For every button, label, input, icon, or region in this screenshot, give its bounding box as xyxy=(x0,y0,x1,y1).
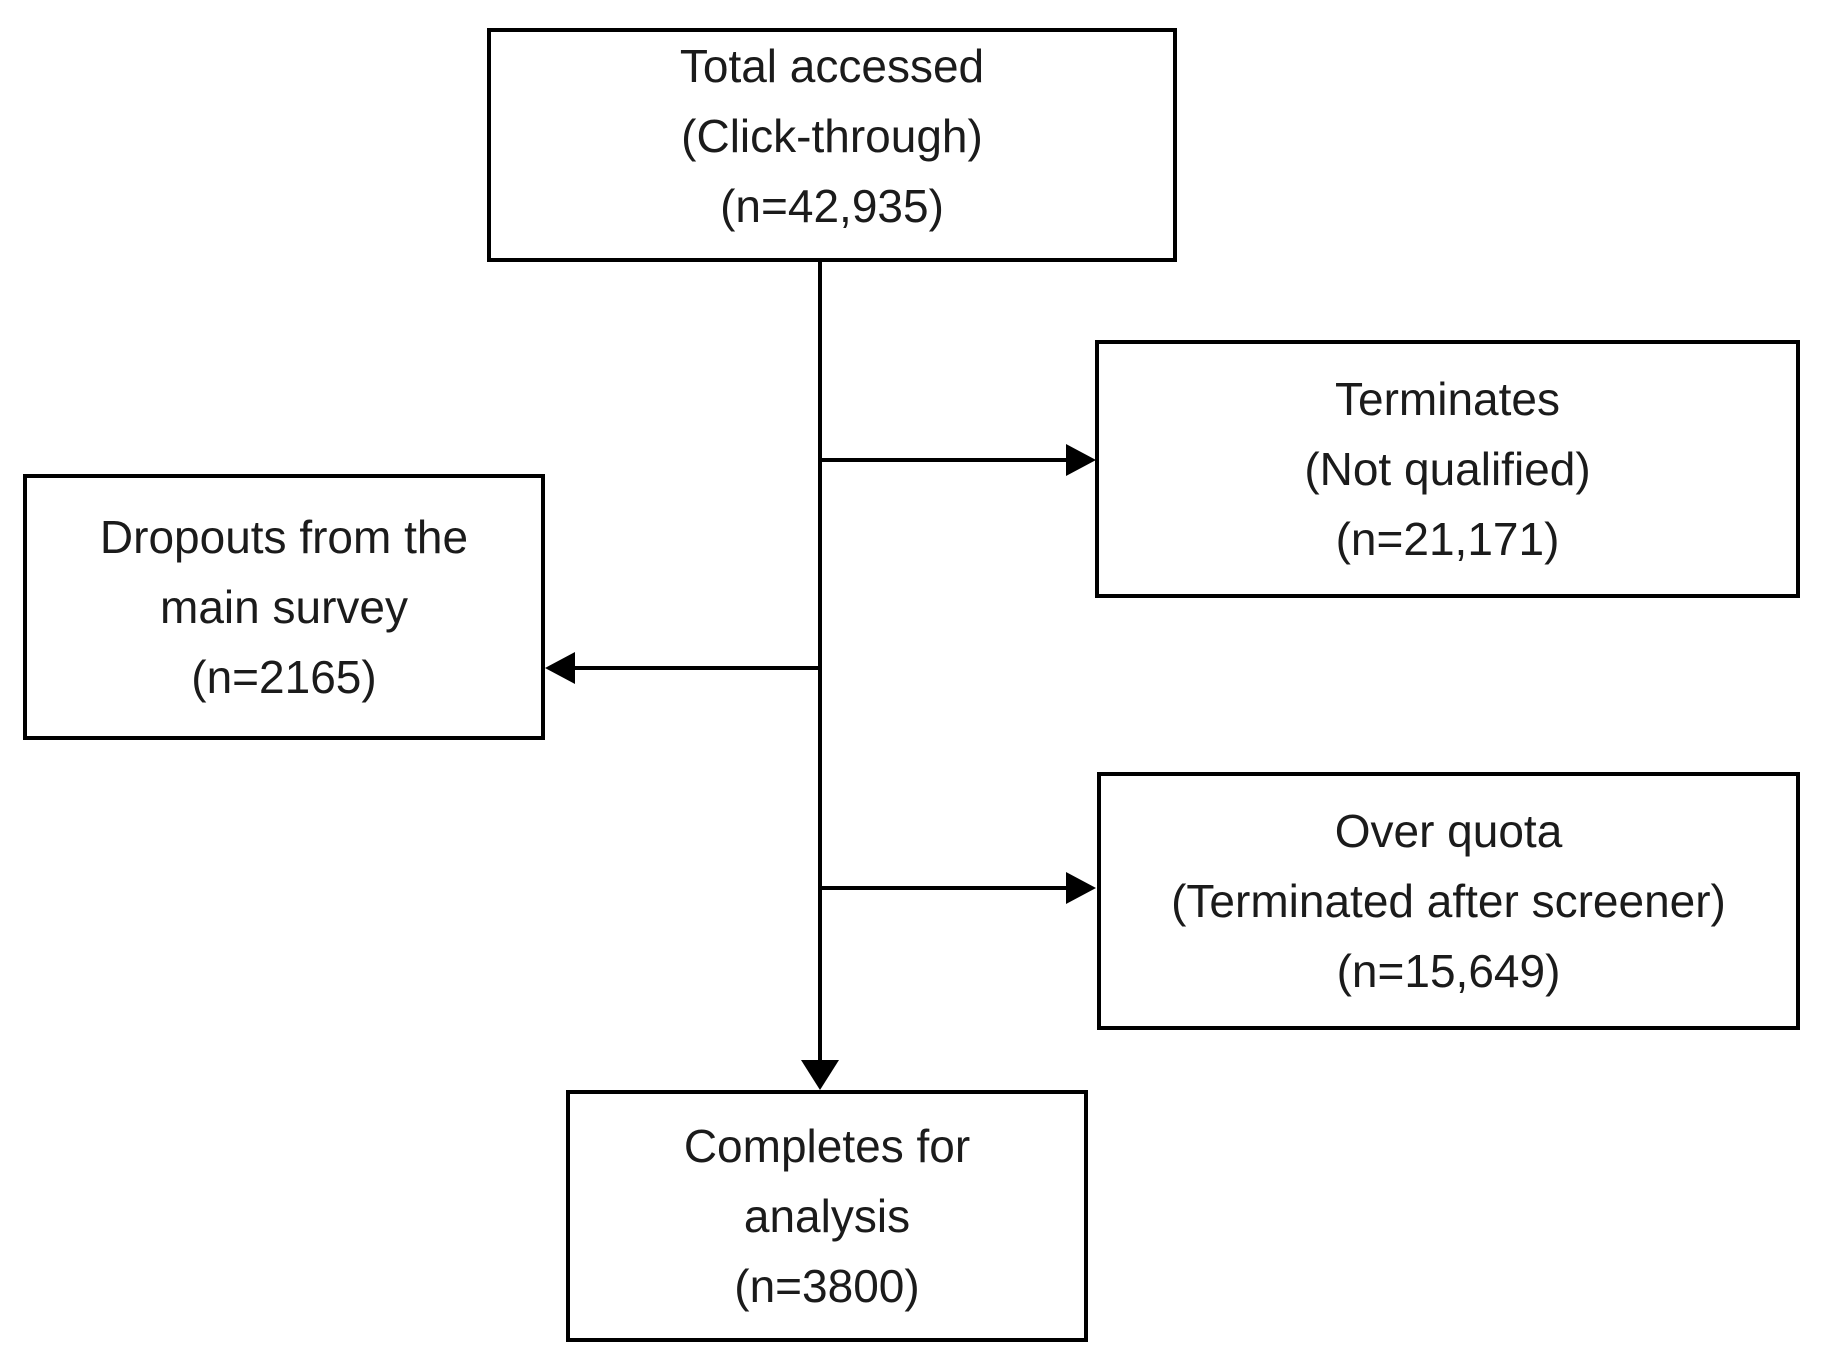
node-over-quota: Over quota (Terminated after screener) (… xyxy=(1097,772,1800,1030)
connector-to-dropouts xyxy=(573,666,822,670)
node-count-line: (n=42,935) xyxy=(720,180,944,232)
arrowhead-right-icon xyxy=(1066,444,1096,476)
node-label-line: main survey xyxy=(160,581,408,633)
node-label-line: analysis xyxy=(743,1190,911,1242)
node-label-line: (Not qualified) xyxy=(1304,443,1591,495)
node-completes-for-analysis: Completes for analysis (n=3800) xyxy=(566,1090,1088,1342)
node-total-accessed: Total accessed (Click-through) (n=42,935… xyxy=(487,28,1177,262)
node-count-line: (n=15,649) xyxy=(1336,945,1561,997)
arrowhead-down-icon xyxy=(801,1060,839,1090)
connector-spine-vertical xyxy=(818,262,822,1062)
node-label-line: (Click-through) xyxy=(681,110,983,162)
connector-to-terminates xyxy=(820,458,1068,462)
node-count-line: (n=3800) xyxy=(734,1260,920,1312)
node-count-line: (n=2165) xyxy=(191,651,377,703)
node-label-line: Over quota xyxy=(1334,805,1563,857)
node-count-line: (n=21,171) xyxy=(1335,513,1560,565)
node-label-line: Total accessed xyxy=(679,40,985,92)
arrowhead-right-icon xyxy=(1066,872,1096,904)
node-label-line: Completes for xyxy=(683,1120,971,1172)
node-terminates: Terminates (Not qualified) (n=21,171) xyxy=(1095,340,1800,598)
node-label-line: (Terminated after screener) xyxy=(1171,875,1726,927)
node-dropouts-main-survey: Dropouts from the main survey (n=2165) xyxy=(23,474,545,740)
connector-to-over-quota xyxy=(820,886,1068,890)
node-label-line: Dropouts from the xyxy=(99,511,469,563)
arrowhead-left-icon xyxy=(545,652,575,684)
node-label-line: Terminates xyxy=(1335,373,1560,425)
